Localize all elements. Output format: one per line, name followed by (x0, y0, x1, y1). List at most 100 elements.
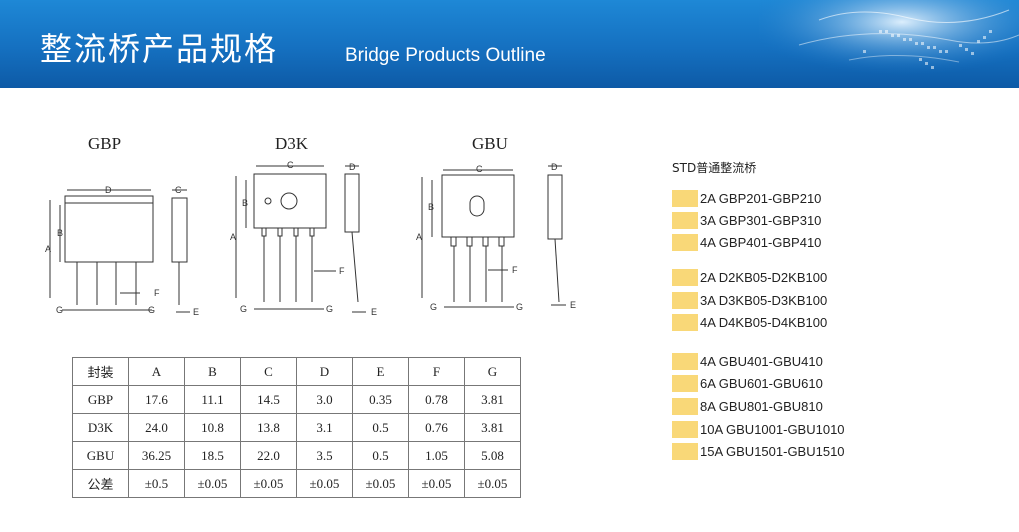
page-title: 整流桥产品规格 (40, 30, 279, 68)
table-cell: 1.05 (408, 441, 465, 470)
product-label: 3A GBP301-GBP310 (700, 213, 822, 228)
gbp-dim-label-f: F (154, 288, 160, 298)
gbp-dim-label-c: D (105, 185, 112, 195)
gbp-outline-drawing: D A B C F G G E (45, 185, 199, 317)
list-item: 10A GBU1001-GBU1010 (672, 421, 845, 438)
table-cell: 公差 (72, 469, 129, 498)
series-heading: STD普通整流桥 (672, 161, 757, 175)
list-item: 3A GBP301-GBP310 (672, 212, 821, 229)
product-label: 4A GBU401-GBU410 (700, 354, 823, 369)
table-cell: 11.1 (184, 385, 241, 414)
gbp-dim-label-g-right: G (148, 305, 155, 315)
highlight-swatch (672, 375, 698, 392)
table-cell: 3.5 (296, 441, 353, 470)
list-item: 2A D2KB05-D2KB100 (672, 269, 827, 286)
gbp-dim-label-g-left: G (56, 305, 63, 315)
highlight-swatch (672, 269, 698, 286)
table-cell: 22.0 (240, 441, 297, 470)
product-label: 4A D4KB05-D4KB100 (700, 315, 828, 330)
highlight-swatch (672, 292, 698, 309)
highlight-swatch (672, 443, 698, 460)
table-cell: 5.08 (464, 441, 521, 470)
table-cell: ±0.05 (296, 469, 353, 498)
highlight-swatch (672, 212, 698, 229)
product-label: 8A GBU801-GBU810 (700, 399, 823, 414)
page-subtitle: Bridge Products Outline (345, 45, 546, 66)
table-header-cell: G (464, 357, 521, 386)
gbu-dim-label-d: D (551, 162, 558, 172)
product-label: 2A GBP201-GBP210 (700, 191, 822, 206)
package-label-gbp: GBP (88, 134, 122, 153)
highlight-swatch (672, 234, 698, 251)
gbu-dim-label-g-right: G (516, 302, 523, 312)
dimension-table: 封装 A B C D E F G GBP 17.6 11.1 14.5 3.0 … (72, 357, 521, 498)
gbu-outline-drawing: C A B D F G G E (416, 162, 576, 312)
d3k-dim-label-c: C (287, 160, 294, 170)
gbu-dim-label-a: A (416, 232, 422, 242)
table-cell: 18.5 (184, 441, 241, 470)
table-cell: 0.78 (408, 385, 465, 414)
table-cell: 36.25 (128, 441, 185, 470)
table-cell: GBP (72, 385, 129, 414)
table-cell: ±0.05 (184, 469, 241, 498)
package-label-d3k: D3K (275, 134, 309, 153)
package-outline-drawings: D A B C F G G E C A B D (45, 160, 576, 317)
d3k-dim-label-a: A (230, 232, 236, 242)
table-cell: 0.76 (408, 413, 465, 442)
gbu-dim-label-g-left: G (430, 302, 437, 312)
table-cell: 3.1 (296, 413, 353, 442)
table-header-cell: E (352, 357, 409, 386)
gbp-dim-label-a: A (45, 244, 51, 254)
d3k-dim-label-f: F (339, 266, 345, 276)
table-cell: ±0.05 (352, 469, 409, 498)
table-row: GBU 36.25 18.5 22.0 3.5 0.5 1.05 5.08 (72, 441, 521, 470)
list-item: 8A GBU801-GBU810 (672, 398, 823, 415)
world-map-graphic (759, 0, 1019, 88)
table-header-cell: C (240, 357, 297, 386)
list-item: 3A D3KB05-D3KB100 (672, 292, 827, 309)
d3k-dim-label-e: E (371, 307, 377, 317)
gbp-dim-label-e: E (193, 307, 199, 317)
gbu-dim-label-b: B (428, 202, 434, 212)
table-row: D3K 24.0 10.8 13.8 3.1 0.5 0.76 3.81 (72, 413, 521, 442)
table-cell: 3.0 (296, 385, 353, 414)
product-label: 4A GBP401-GBP410 (700, 235, 822, 250)
list-item: 4A GBP401-GBP410 (672, 234, 821, 251)
product-label: 3A D3KB05-D3KB100 (700, 293, 828, 308)
d3k-dim-label-d: D (349, 162, 356, 172)
gbu-dim-label-e: E (570, 300, 576, 310)
table-cell: ±0.5 (128, 469, 185, 498)
gbu-dim-label-f: F (512, 265, 518, 275)
table-row: GBP 17.6 11.1 14.5 3.0 0.35 0.78 3.81 (72, 385, 521, 414)
table-cell: ±0.05 (240, 469, 297, 498)
list-item: 6A GBU601-GBU610 (672, 375, 823, 392)
product-label: 10A GBU1001-GBU1010 (700, 422, 845, 437)
table-cell: 0.35 (352, 385, 409, 414)
table-cell: D3K (72, 413, 129, 442)
table-cell: 17.6 (128, 385, 185, 414)
table-cell: 3.81 (464, 413, 521, 442)
product-label: 2A D2KB05-D2KB100 (700, 270, 828, 285)
table-cell: GBU (72, 441, 129, 470)
table-cell: 13.8 (240, 413, 297, 442)
table-cell: 0.5 (352, 413, 409, 442)
table-cell: 0.5 (352, 441, 409, 470)
table-header-cell: B (184, 357, 241, 386)
table-cell: ±0.05 (464, 469, 521, 498)
table-header-cell: F (408, 357, 465, 386)
d3k-dim-label-b: B (242, 198, 248, 208)
highlight-swatch (672, 398, 698, 415)
list-item: 4A D4KB05-D4KB100 (672, 314, 827, 331)
list-item: 4A GBU401-GBU410 (672, 353, 823, 370)
highlight-swatch (672, 190, 698, 207)
highlight-swatch (672, 353, 698, 370)
header-banner: 整流桥产品规格 Bridge Products Outline (0, 0, 1019, 88)
table-cell: 24.0 (128, 413, 185, 442)
highlight-swatch (672, 421, 698, 438)
d3k-outline-drawing: C A B D F G G E (230, 160, 377, 317)
table-cell: ±0.05 (408, 469, 465, 498)
product-label: 15A GBU1501-GBU1510 (700, 444, 845, 459)
table-header-row: 封装 A B C D E F G (72, 357, 521, 386)
table-header-cell: 封装 (72, 357, 129, 386)
product-label: 6A GBU601-GBU610 (700, 376, 823, 391)
